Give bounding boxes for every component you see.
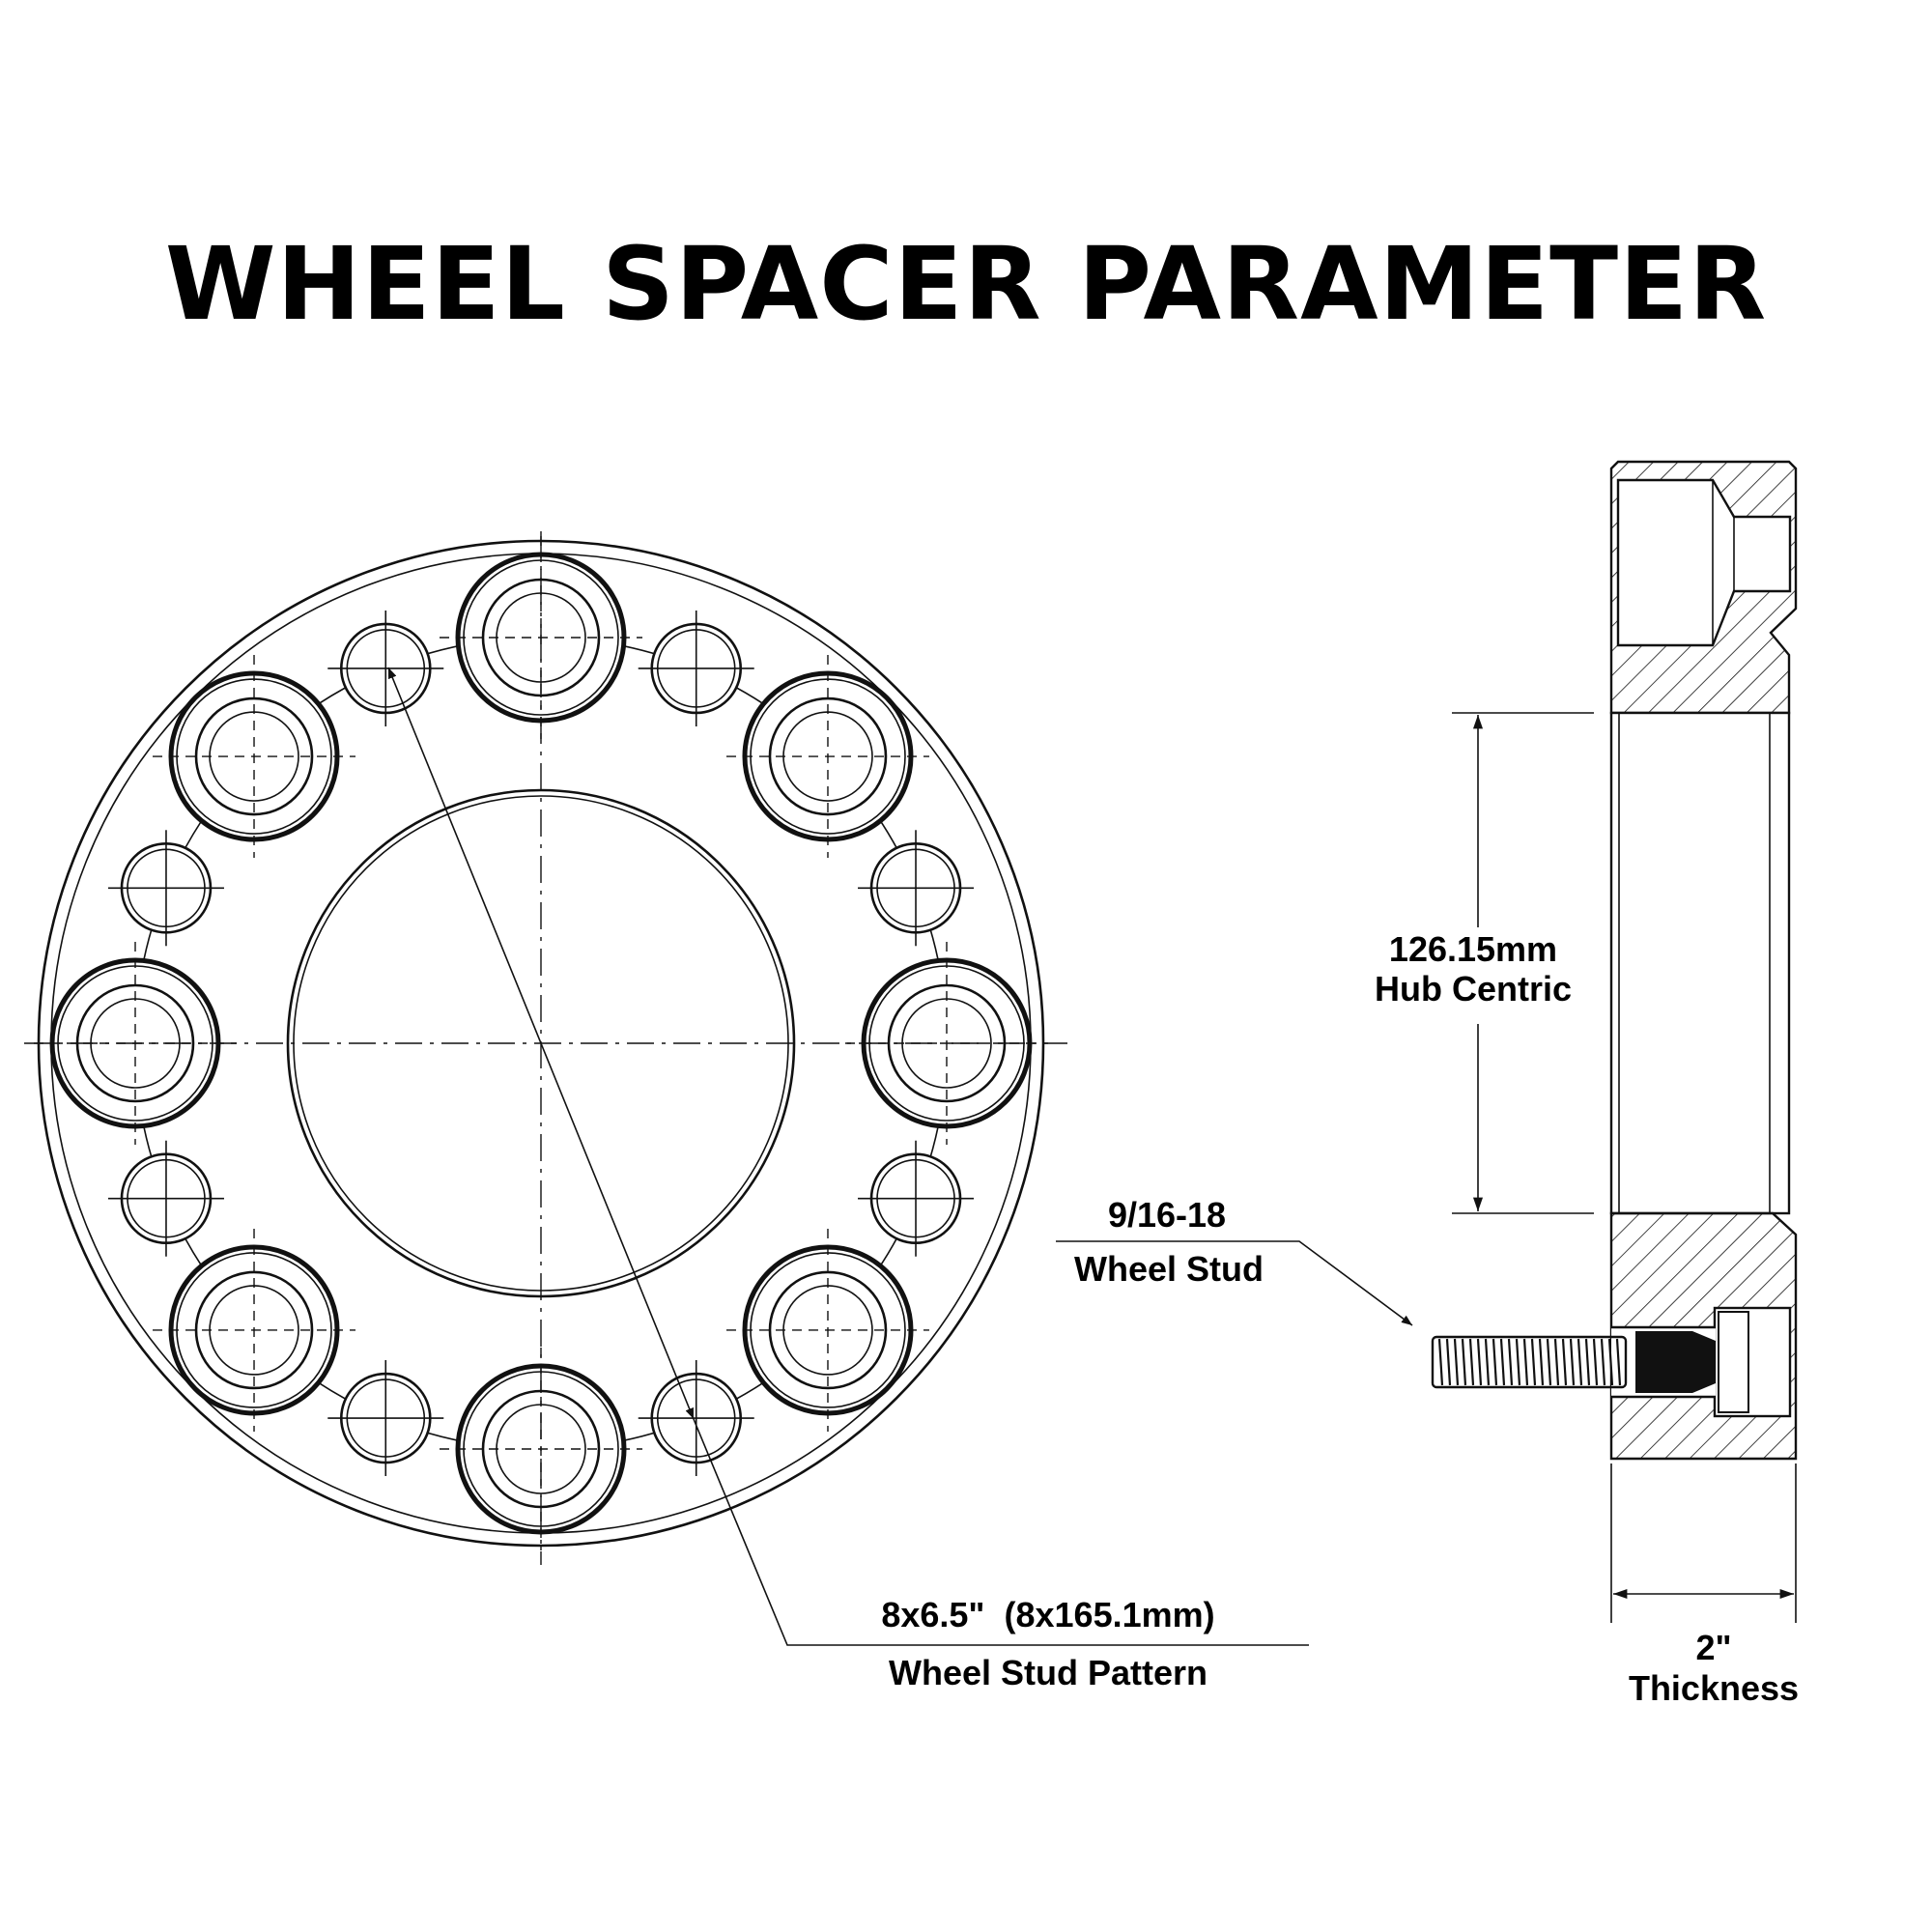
page-title: WHEEL SPACER PARAMETER: [165, 225, 1767, 343]
thread-tick: [1515, 1338, 1521, 1386]
upper-bore-cavity: [1616, 478, 1792, 647]
thread-tick: [1437, 1338, 1444, 1386]
thread-tick: [1476, 1338, 1483, 1386]
stud-knurl: [1635, 1331, 1716, 1393]
stud-value-label: 9/16-18: [1108, 1195, 1226, 1235]
hub-value-label: 126.15mm: [1389, 929, 1557, 969]
thickness-value-label: 2": [1695, 1628, 1731, 1667]
thread-tick: [1577, 1338, 1583, 1386]
thread-tick: [1600, 1338, 1606, 1386]
thread-tick: [1499, 1338, 1506, 1386]
thread-tick: [1468, 1338, 1475, 1386]
thread-tick: [1445, 1338, 1452, 1386]
hub-bore-body: [1609, 711, 1791, 1215]
thread-tick: [1530, 1338, 1537, 1386]
front-view: 8x6.5" (8x165.1mm) Wheel Stud Pattern: [24, 531, 1309, 1692]
thread-tick: [1538, 1338, 1545, 1386]
pattern-value-label: 8x6.5" (8x165.1mm): [881, 1595, 1214, 1634]
thread-tick: [1522, 1338, 1529, 1386]
thread-tick: [1553, 1338, 1560, 1386]
thickness-caption-label: Thickness: [1629, 1668, 1799, 1708]
pattern-leader-line: [693, 1418, 1309, 1646]
stud-hole-counterbore: [194, 1270, 314, 1390]
pattern-diameter-line: [387, 667, 695, 1420]
stud-leader-line: [1056, 1240, 1413, 1326]
thread-tick: [1561, 1338, 1568, 1386]
stud-hole-counterbore: [194, 696, 314, 816]
side-view: 126.15mm Hub Centric 9/16-18 Wheel Stud …: [1056, 460, 1799, 1708]
thread-tick: [1569, 1338, 1576, 1386]
stud-hole-counterbore: [768, 1270, 888, 1390]
thread-tick: [1507, 1338, 1514, 1386]
hub-caption-label: Hub Centric: [1375, 969, 1572, 1009]
pattern-caption-label: Wheel Stud Pattern: [889, 1653, 1208, 1692]
stud-hole-counterbore: [768, 696, 888, 816]
thread-tick: [1484, 1338, 1491, 1386]
thread-tick: [1461, 1338, 1467, 1386]
thread-tick: [1584, 1338, 1591, 1386]
stud-nut: [1718, 1311, 1749, 1413]
thread-tick: [1615, 1338, 1622, 1386]
thread-tick: [1492, 1338, 1498, 1386]
stud-thread: [1437, 1338, 1622, 1386]
thread-tick: [1592, 1338, 1599, 1386]
thread-tick: [1546, 1338, 1552, 1386]
stud-caption-label: Wheel Stud: [1074, 1249, 1264, 1289]
thread-tick: [1607, 1338, 1614, 1386]
thread-tick: [1453, 1338, 1460, 1386]
stud-shaft: [1431, 1335, 1628, 1389]
